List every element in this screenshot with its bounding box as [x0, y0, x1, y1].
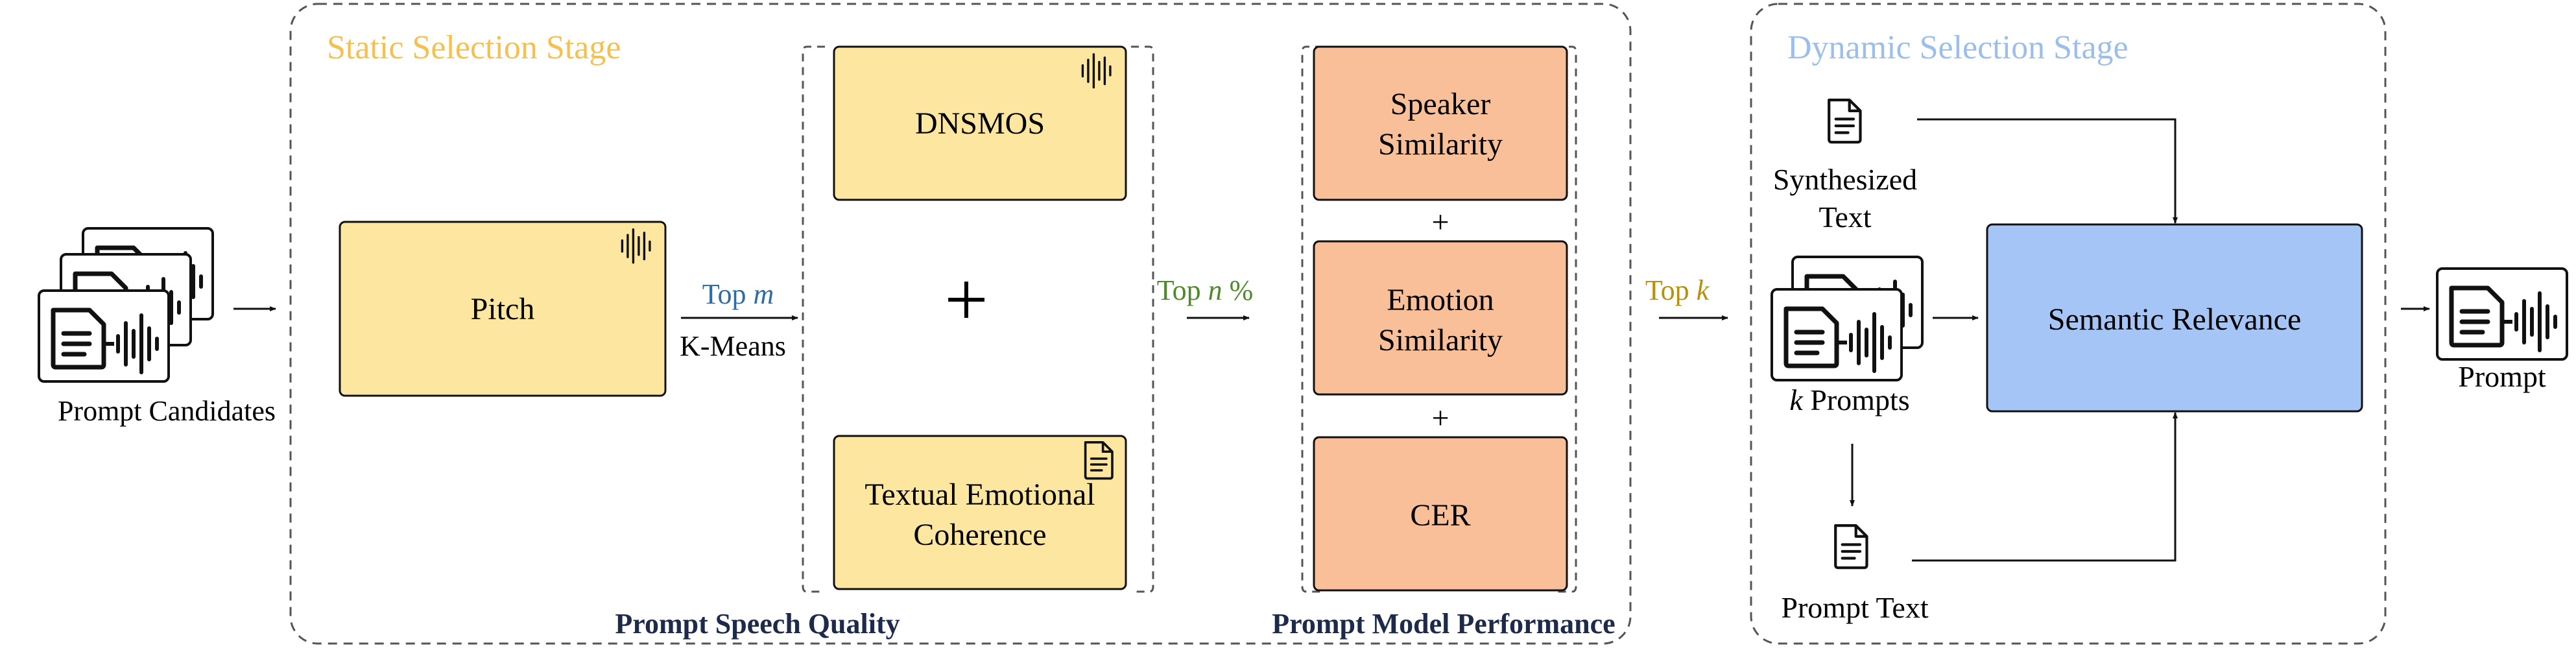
document-icon: [1829, 100, 1860, 142]
speech-quality-label: Prompt Speech Quality: [615, 608, 900, 640]
top-k-label: Top k: [1645, 274, 1710, 306]
speech-document-icon: [39, 291, 169, 381]
prompt-candidates-stack: [39, 228, 213, 381]
speech-quality-bracket-left: [802, 45, 825, 593]
cer-label: CER: [1410, 498, 1470, 533]
textual-coherence-label-2: Coherence: [913, 518, 1046, 552]
semantic-relevance-box: [1986, 223, 2363, 413]
synthesized-text-label-2: Text: [1819, 200, 1871, 234]
top-n-label: Top n %: [1157, 274, 1253, 306]
model-performance-bracket-right: [1555, 45, 1577, 593]
top-m-label: Top m: [702, 278, 774, 310]
emotion-similarity-label-1: Emotion: [1387, 283, 1494, 317]
dynamic-stage-title: Dynamic Selection Stage: [1787, 29, 2129, 66]
synthesized-text-label-1: Synthesized: [1773, 163, 1917, 196]
speaker-similarity-box: [1313, 45, 1568, 201]
model-performance-label: Prompt Model Performance: [1272, 608, 1615, 640]
semantic-relevance-label: Semantic Relevance: [2048, 302, 2302, 337]
speaker-similarity-label-1: Speaker: [1390, 87, 1491, 121]
prompt-text-label: Prompt Text: [1781, 591, 1928, 624]
dnsmos-label: DNSMOS: [915, 106, 1045, 141]
prompt-output-label: Prompt: [2458, 360, 2546, 393]
textual-coherence-box: [833, 435, 1127, 590]
plus-sign-1: +: [1431, 205, 1449, 239]
pitch-label: Pitch: [471, 292, 535, 326]
emotion-similarity-label-2: Similarity: [1378, 323, 1503, 357]
k-prompts-label: k Prompts: [1789, 383, 1909, 416]
emotion-similarity-box: [1313, 240, 1568, 396]
dynamic-stage-frame: [1750, 3, 2387, 645]
dnsmos-box: [833, 45, 1127, 201]
speech-quality-bracket-right: [1131, 45, 1154, 593]
synthesized-text-arrow: [1917, 118, 2178, 224]
speech-document-icon: [1772, 289, 1902, 380]
kmeans-label: K-Means: [680, 330, 786, 362]
static-stage-title: Static Selection Stage: [327, 29, 621, 66]
plus-sign-large: +: [944, 256, 988, 343]
speaker-similarity-label-2: Similarity: [1378, 127, 1503, 162]
cer-box: [1313, 436, 1568, 592]
model-performance-bracket-left: [1301, 45, 1323, 593]
document-icon: [1835, 525, 1866, 568]
prompt-candidates-label: Prompt Candidates: [58, 395, 276, 427]
prompt-text-arrow: [1912, 412, 2178, 562]
static-stage-frame: [289, 3, 1632, 645]
speech-document-icon: [2437, 269, 2567, 359]
plus-sign-2: +: [1431, 401, 1449, 435]
pitch-box: [339, 221, 667, 397]
textual-coherence-label-1: Textual Emotional: [865, 477, 1095, 512]
